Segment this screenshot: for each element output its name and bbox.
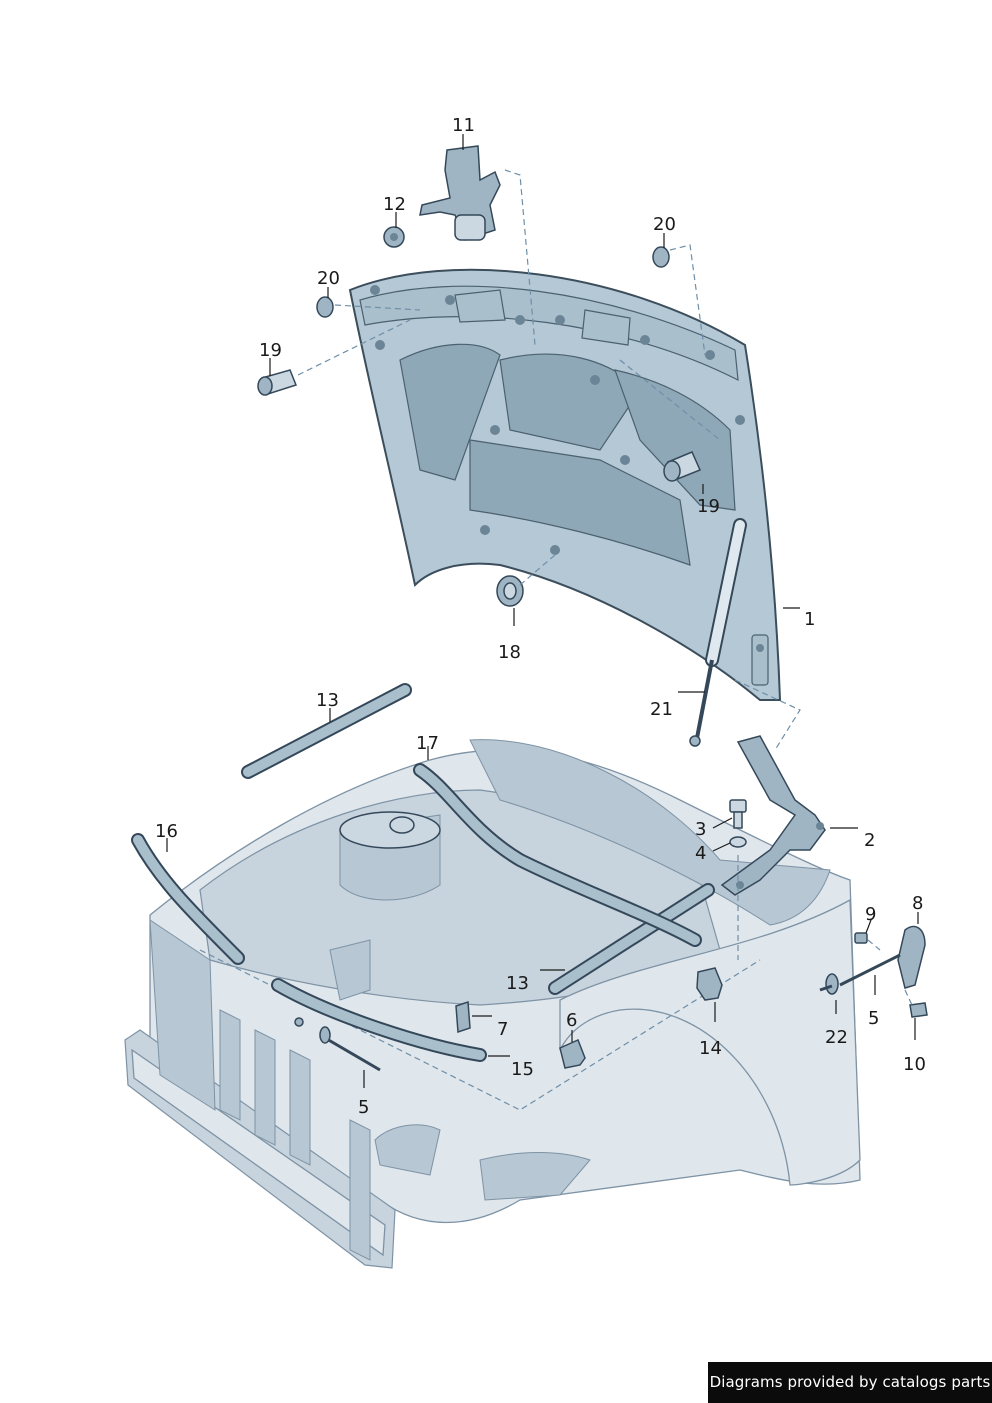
clip[interactable] [909,1002,928,1018]
callout-4: 4 [695,843,706,864]
callout-5-right: 5 [868,1008,879,1029]
leader-lines [166,134,919,1088]
callout-2: 2 [864,830,875,851]
hood-lock[interactable] [419,145,501,241]
cable-grommet[interactable] [825,973,839,995]
callout-3: 3 [695,819,706,840]
release-cable-right[interactable] [819,953,901,992]
rubber-buffer-left[interactable] [316,296,334,318]
callout-9: 9 [865,904,876,925]
front-body-structure [124,739,861,1269]
callout-15: 15 [511,1059,534,1080]
hood-panel[interactable] [348,268,782,701]
assembly-lines [297,169,913,1006]
callout-13-upper: 13 [316,690,339,711]
callout-17: 17 [416,733,439,754]
screw[interactable] [854,932,868,944]
seal-strip-15[interactable] [271,978,487,1062]
callout-20-left: 20 [317,268,340,289]
nut[interactable] [383,226,405,248]
rubber-buffer-right[interactable] [652,246,670,268]
callout-labels: 11 12 20 20 19 19 18 1 21 13 17 16 2 3 4… [155,115,926,1118]
callout-8: 8 [912,893,923,914]
guide-piece[interactable] [696,967,723,1001]
bolt[interactable] [729,799,747,829]
callout-22: 22 [825,1027,848,1048]
hood-stop-right[interactable] [663,451,702,482]
gas-strut[interactable] [689,518,747,747]
callout-19-left: 19 [259,340,282,361]
callout-7: 7 [497,1019,508,1040]
callout-14: 14 [699,1038,722,1059]
credit-banner: Diagrams provided by catalogs parts [708,1362,992,1403]
callout-6: 6 [566,1010,577,1031]
release-handle[interactable] [897,925,926,989]
seal-strip-13-upper[interactable] [241,683,412,779]
callout-18: 18 [498,642,521,663]
callout-5-left: 5 [358,1097,369,1118]
buffer-mount[interactable] [559,1038,586,1069]
callout-13-lower: 13 [506,973,529,994]
callout-12: 12 [383,194,406,215]
callout-21: 21 [650,699,673,720]
seal-strip-13-lower[interactable] [548,883,715,995]
callout-10: 10 [903,1054,926,1075]
release-cable-left[interactable] [294,1017,381,1072]
retainer[interactable] [455,1000,471,1034]
callout-20-right: 20 [653,214,676,235]
washer[interactable] [729,836,747,848]
callout-19-right: 19 [697,496,720,517]
callout-11: 11 [452,115,475,136]
callout-1: 1 [804,609,815,630]
seal-strip-17[interactable] [413,763,702,947]
callout-16: 16 [155,821,178,842]
grommet[interactable] [496,575,524,607]
hood-stop-left[interactable] [257,369,297,396]
seal-strip-16[interactable] [131,833,245,965]
